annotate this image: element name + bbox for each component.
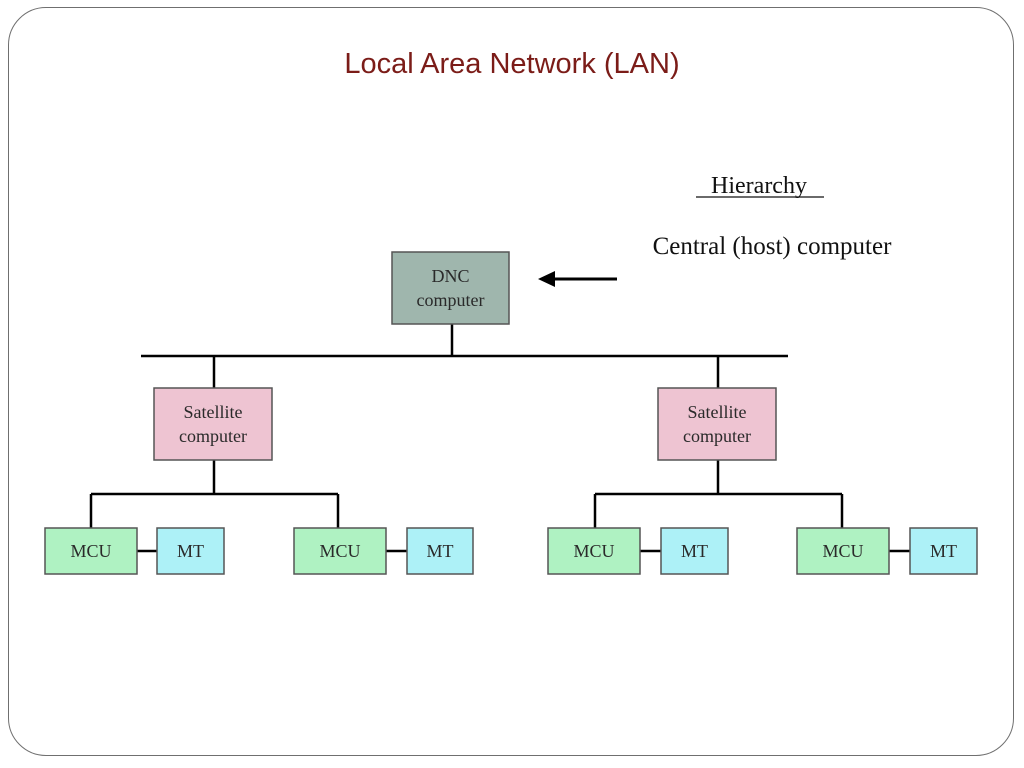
mt-label-3: MT: [681, 541, 708, 561]
mt-node-4: MT: [909, 527, 978, 575]
mt-node-3: MT: [660, 527, 729, 575]
dnc-line2: computer: [417, 290, 485, 310]
slide-frame: [8, 7, 1014, 756]
mcu-node-3: MCU: [547, 527, 641, 575]
mt-label-1: MT: [177, 541, 204, 561]
connectors: [89, 324, 910, 553]
arrow-head-icon: [538, 271, 555, 287]
mt-label-2: MT: [427, 541, 454, 561]
hierarchy-label: Hierarchy: [711, 173, 807, 199]
dnc-line1: DNC: [431, 266, 469, 286]
mcu-label-4: MCU: [822, 541, 863, 561]
satellite-right-line1: Satellite: [688, 402, 747, 422]
satellite-left-line1: Satellite: [184, 402, 243, 422]
mcu-node-1: MCU: [44, 527, 138, 575]
satellite-left-line2: computer: [179, 426, 247, 446]
mcu-label-1: MCU: [70, 541, 111, 561]
satellite-right-line2: computer: [683, 426, 751, 446]
mt-node-1: MT: [156, 527, 225, 575]
mcu-node-2: MCU: [293, 527, 387, 575]
mcu-node-4: MCU: [796, 527, 890, 575]
dnc-computer-node: DNC computer: [391, 251, 510, 325]
mcu-label-2: MCU: [319, 541, 360, 561]
satellite-computer-left: Satellite computer: [153, 387, 273, 461]
central-label: Central (host) computer: [653, 233, 892, 260]
slide-title: Local Area Network (LAN): [344, 48, 680, 80]
mt-label-4: MT: [930, 541, 957, 561]
mt-node-2: MT: [406, 527, 474, 575]
satellite-computer-right: Satellite computer: [657, 387, 777, 461]
mcu-label-3: MCU: [573, 541, 614, 561]
